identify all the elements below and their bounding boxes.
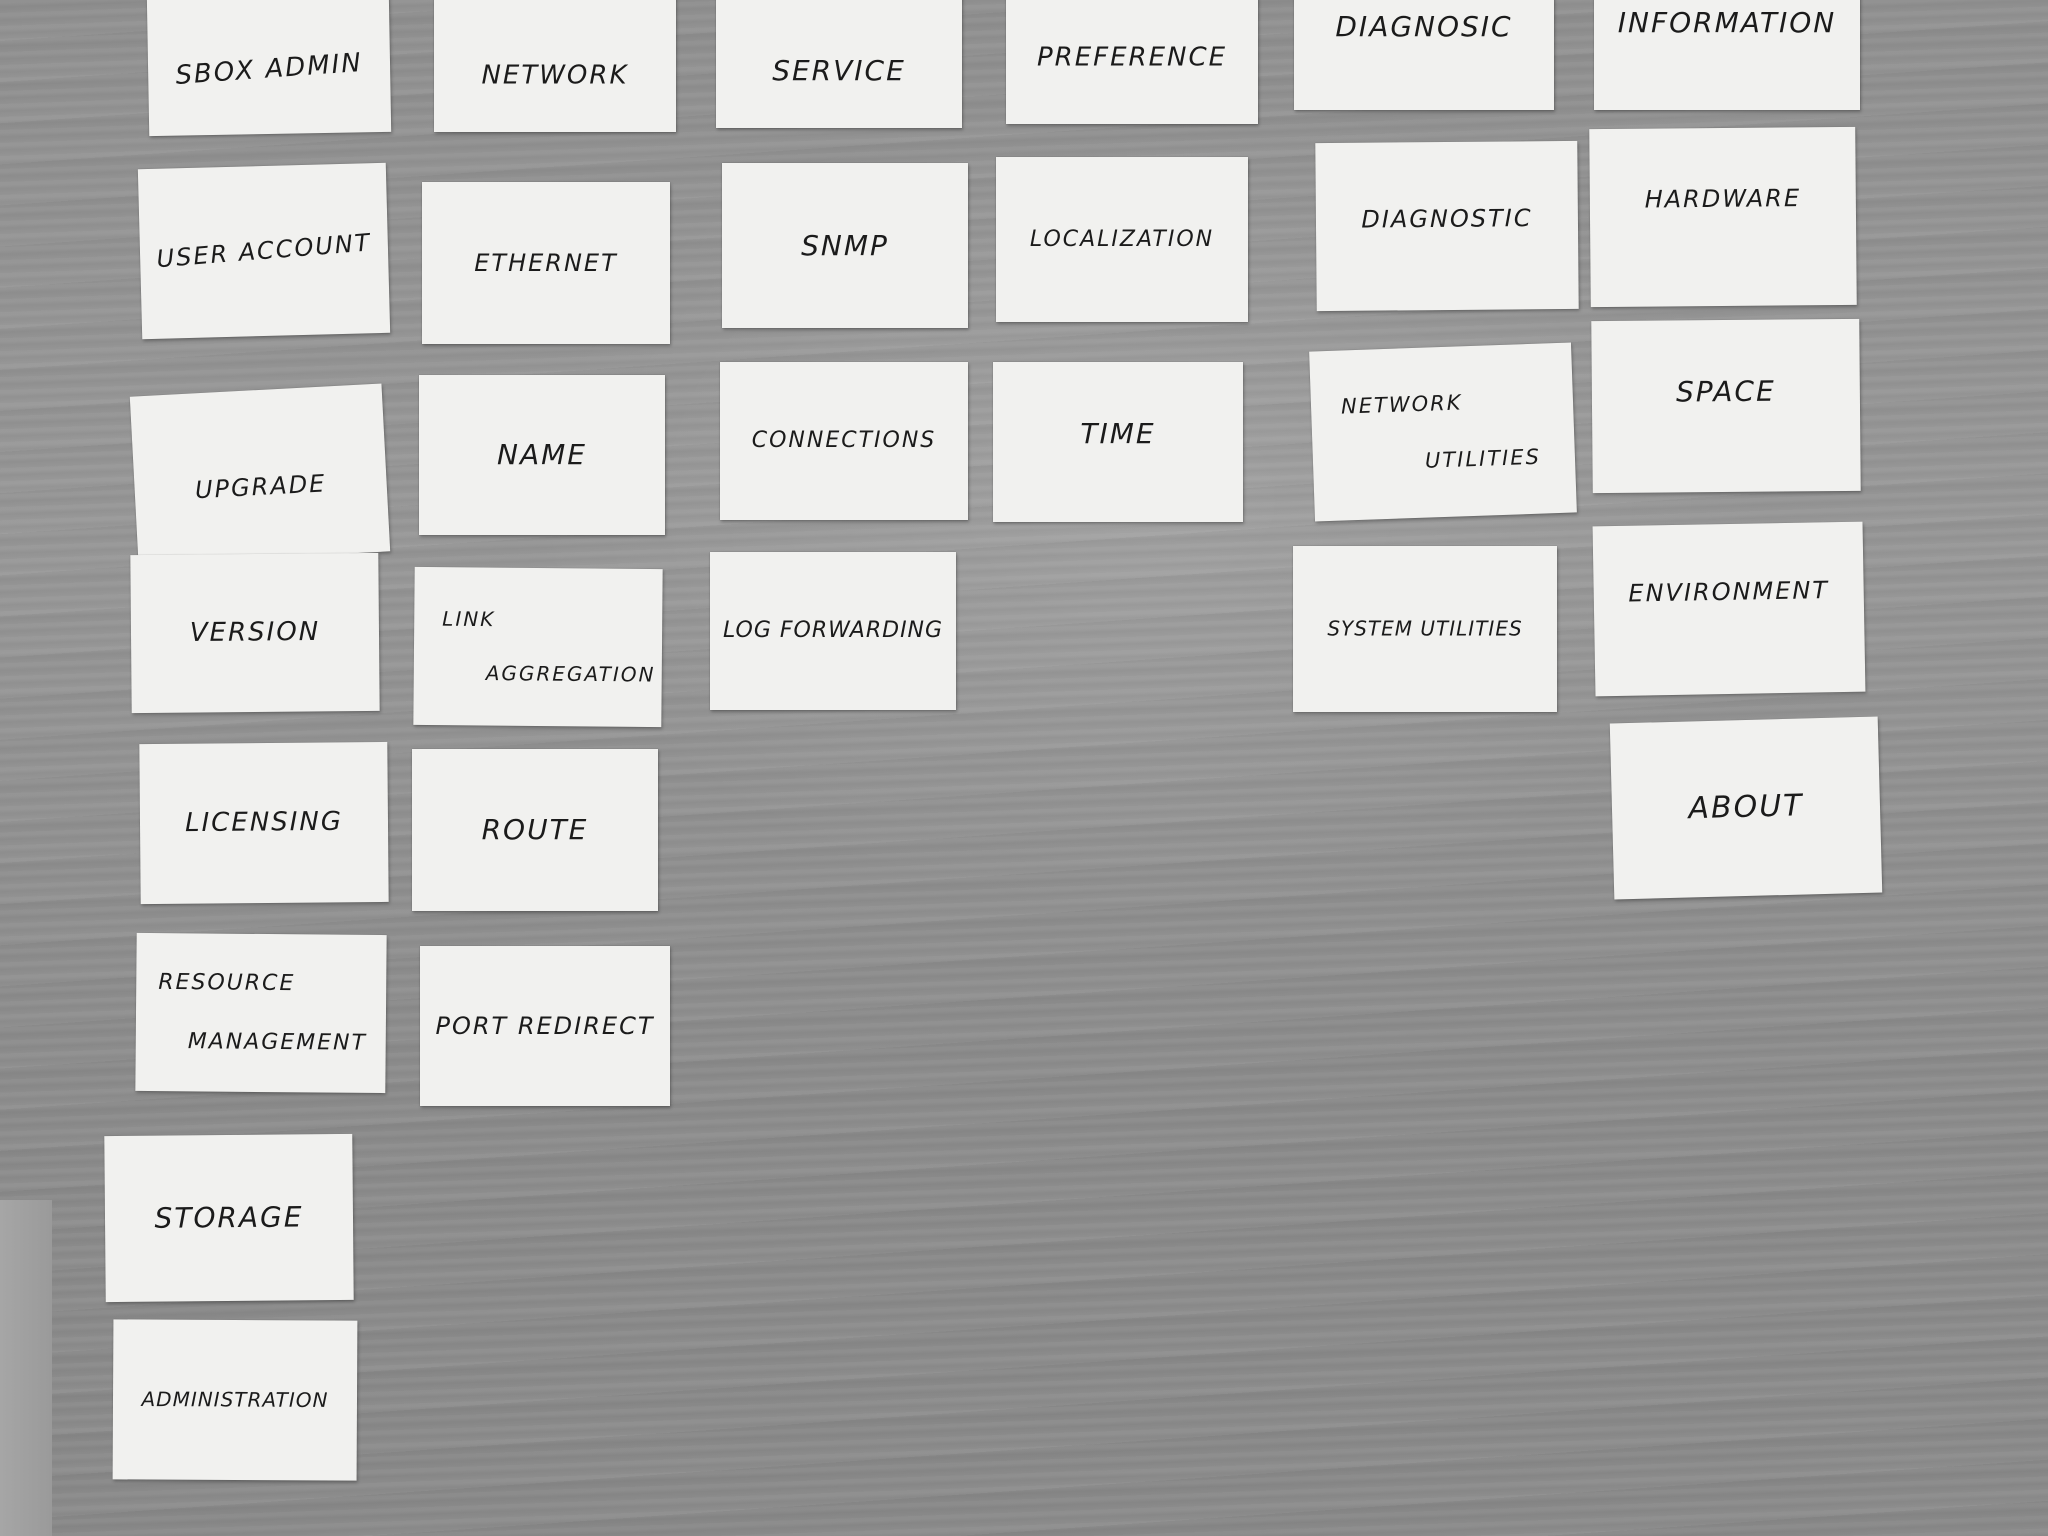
card-user-account: USER ACCOUNT: [137, 162, 391, 340]
card-label: LOG FORWARDING: [722, 618, 944, 644]
card-service: SERVICE: [716, 0, 962, 128]
card-route: ROUTE: [412, 749, 658, 911]
card-environment: ENVIRONMENT: [1592, 521, 1866, 697]
card-label: ADMINISTRATION: [141, 1387, 329, 1412]
card-label-line: UTILITIES: [1424, 444, 1542, 473]
card-ethernet: ETHERNET: [422, 182, 670, 344]
card-administration: ADMINISTRATION: [112, 1319, 358, 1481]
card-label-line: LINK: [442, 606, 496, 632]
card-label: PREFERENCE: [1036, 42, 1228, 73]
card-label: ROUTE: [481, 813, 589, 847]
card-label: SERVICE: [772, 53, 906, 87]
card-hardware: HARDWARE: [1589, 126, 1857, 308]
card-label: VERSION: [189, 616, 321, 649]
card-label: STORAGE: [154, 1200, 304, 1235]
card-label: LINK AGGREGATION: [413, 578, 662, 715]
card-label: SBOX ADMIN: [174, 48, 364, 92]
card-label: UPGRADE: [194, 469, 328, 505]
card-label: ABOUT: [1688, 788, 1804, 827]
card-label: LOCALIZATION: [1029, 226, 1215, 252]
card-label-line: NETWORK: [1340, 390, 1463, 420]
card-label: NAME: [497, 438, 587, 472]
card-information: INFORMATION: [1594, 0, 1860, 110]
card-upgrade: UPGRADE: [129, 383, 391, 565]
card-storage: STORAGE: [104, 1133, 354, 1303]
card-label: HARDWARE: [1644, 184, 1802, 214]
card-label: CONNECTIONS: [751, 428, 937, 454]
card-label: TIME: [1080, 417, 1156, 451]
card-time: TIME: [993, 362, 1243, 522]
card-system-utilities: SYSTEM UTILITIES: [1293, 546, 1557, 712]
card-snmp: SNMP: [722, 163, 968, 328]
card-licensing: LICENSING: [139, 741, 389, 905]
card-port-redirect: PORT REDIRECT: [420, 946, 670, 1106]
card-label: ETHERNET: [474, 248, 618, 277]
card-label: USER ACCOUNT: [155, 228, 373, 274]
card-label: DIAGNOSIC: [1335, 10, 1513, 44]
card-network: NETWORK: [434, 0, 676, 132]
card-label: SNMP: [801, 228, 889, 262]
card-localization: LOCALIZATION: [996, 157, 1248, 322]
card-label: RESOURCE MANAGEMENT: [135, 938, 386, 1089]
card-link-aggregation: LINK AGGREGATION: [413, 566, 663, 728]
card-log-forwarding: LOG FORWARDING: [710, 552, 956, 710]
card-label-line: MANAGEMENT: [187, 1029, 368, 1056]
card-label-line: RESOURCE: [158, 969, 296, 996]
card-diagnostic: DIAGNOSTIC: [1315, 140, 1579, 312]
card-label: ENVIRONMENT: [1628, 576, 1830, 608]
card-label: SYSTEM UTILITIES: [1327, 616, 1523, 641]
table-edge: [0, 1200, 52, 1536]
card-diagnosic: DIAGNOSIC: [1294, 0, 1554, 110]
card-preference: PREFERENCE: [1006, 0, 1258, 124]
card-label: INFORMATION: [1617, 5, 1837, 39]
card-label-line: AGGREGATION: [485, 661, 656, 687]
card-about: ABOUT: [1609, 716, 1883, 900]
card-label: DIAGNOSTIC: [1361, 204, 1533, 234]
card-label: SPACE: [1675, 374, 1776, 409]
card-name: NAME: [419, 375, 665, 535]
card-label: NETWORK UTILITIES: [1310, 357, 1577, 508]
card-connections: CONNECTIONS: [720, 362, 968, 520]
card-label: PORT REDIRECT: [435, 1011, 655, 1040]
card-version: VERSION: [130, 552, 380, 714]
card-network-utilities: NETWORK UTILITIES: [1309, 342, 1577, 522]
card-label: NETWORK: [481, 60, 629, 91]
card-sbox-admin: SBOX ADMIN: [146, 0, 392, 137]
card-space: SPACE: [1591, 318, 1861, 494]
card-label: LICENSING: [184, 806, 344, 839]
card-resource-management: RESOURCE MANAGEMENT: [135, 932, 387, 1094]
